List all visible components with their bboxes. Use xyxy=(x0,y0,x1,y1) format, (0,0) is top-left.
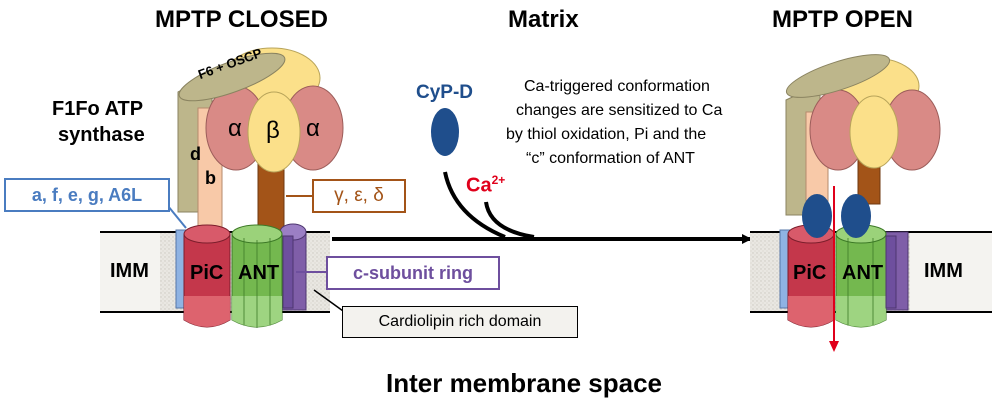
note-line-1: Ca-triggered conformation xyxy=(524,78,710,95)
pic-label-left: PiC xyxy=(190,262,224,284)
header-open: MPTP OPEN xyxy=(772,6,913,33)
subunits-box: a, f, e, g, A6L xyxy=(4,178,170,212)
header-closed: MPTP CLOSED xyxy=(155,6,328,33)
cyp-d-molecule xyxy=(431,108,459,156)
alpha-label-2: α xyxy=(306,115,320,142)
header-matrix: Matrix xyxy=(508,6,579,33)
note-line-2: changes are sensitized to Ca xyxy=(516,102,723,119)
alpha-label-1: α xyxy=(228,115,242,142)
pic-label-right: PiC xyxy=(793,262,827,284)
cyp-d-path xyxy=(443,171,506,239)
c-ring-box: c-subunit ring xyxy=(326,256,500,290)
imm-label-left: IMM xyxy=(110,260,149,282)
beta-label: β xyxy=(266,117,280,144)
f1fo-label-line1: F1Fo ATP xyxy=(52,98,144,120)
callout-line-subunits xyxy=(167,205,187,229)
imm-label-right: IMM xyxy=(924,260,963,282)
b-label: b xyxy=(205,168,216,188)
note-line-4: “c” conformation of ANT xyxy=(526,150,695,167)
atp-synthase-open xyxy=(785,54,941,237)
ant-label-left: ANT xyxy=(238,262,280,284)
f6-oscp-cap-left xyxy=(178,52,286,102)
cyp-d-label: CyP-D xyxy=(416,82,474,103)
beta-subunit-right xyxy=(849,95,899,169)
d-label: d xyxy=(190,144,201,164)
ca-symbol: Ca xyxy=(466,174,492,197)
membrane-complex-left xyxy=(175,223,307,328)
ant-label-right: ANT xyxy=(842,262,884,284)
f6-oscp-cap-right xyxy=(785,54,891,98)
ca-charge: 2+ xyxy=(491,173,506,187)
gamma-box: γ, ε, δ xyxy=(312,179,406,213)
atp-synthase-closed xyxy=(177,47,344,241)
f1fo-label-line2: synthase xyxy=(58,124,145,146)
note-line-3: by thiol oxidation, Pi and the xyxy=(506,126,707,143)
cyp-d-bound-2 xyxy=(841,194,871,238)
cyp-d-bound-1 xyxy=(802,194,832,238)
ca-path xyxy=(484,201,535,239)
ca-label: Ca2+ xyxy=(466,173,505,198)
cardiolipin-box: Cardiolipin rich domain xyxy=(342,306,578,338)
beta-subunit-left xyxy=(247,91,301,173)
bottom-label: Inter membrane space xyxy=(386,368,663,398)
membrane-complex-right xyxy=(779,186,909,352)
